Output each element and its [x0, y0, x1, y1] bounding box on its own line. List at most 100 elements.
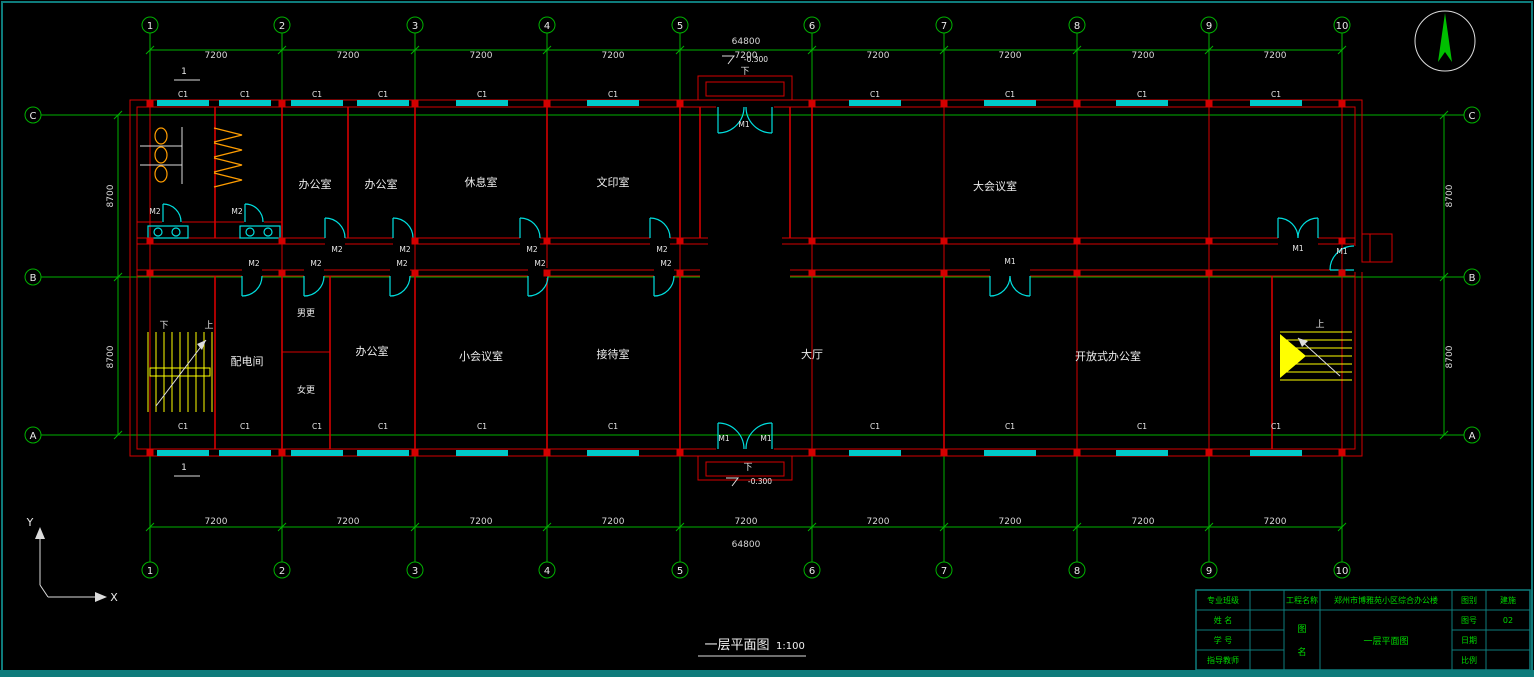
- room-label-reception: 接待室: [597, 347, 630, 361]
- axis-col-label: 6: [809, 21, 815, 32]
- room-label-office: 办公室: [299, 177, 332, 191]
- door-label-m1: M1: [1004, 257, 1015, 266]
- titleblock-drawing-name: 一层平面图: [1363, 636, 1408, 647]
- titleblock-project-label: 工程名称: [1286, 595, 1318, 605]
- door-label-m1: M1: [1336, 247, 1347, 256]
- dim-bay: 7200: [337, 51, 360, 61]
- entrance-down-label: 下: [740, 67, 749, 77]
- door-label-m1: M1: [1292, 244, 1303, 253]
- door-label-m2: M2: [399, 245, 410, 254]
- dim-bay: 7200: [999, 51, 1022, 61]
- window-label: C1: [1271, 422, 1281, 431]
- dim-total-top: 64800: [732, 37, 761, 47]
- dim-bay: 7200: [1264, 517, 1287, 527]
- axis-col-label: 1: [147, 21, 153, 32]
- axis-bubbles-bottom: 1 2 3 4 5 6 7 8 9 10: [142, 562, 1350, 578]
- room-label-power: 配电间: [231, 355, 264, 368]
- axis-col-label: 8: [1074, 21, 1080, 32]
- titleblock-teacher-label: 指导教师: [1207, 655, 1239, 665]
- axis-col-label: 1: [147, 566, 153, 577]
- window-labels: C1C1C1C1C1C1C1C1C1C1 C1C1C1C1C1C1C1C1C1C…: [178, 90, 1281, 431]
- room-label-hall: 大厅: [801, 347, 823, 361]
- door-label-m2: M2: [231, 207, 242, 216]
- dim-bay: 7200: [735, 517, 758, 527]
- window-label: C1: [477, 422, 487, 431]
- stair-up-label: 上: [204, 320, 213, 331]
- axis-col-label: 3: [412, 566, 418, 577]
- door-label-m2: M2: [149, 207, 160, 216]
- door-label-m2: M2: [526, 245, 537, 254]
- axis-col-label: 10: [1336, 566, 1349, 577]
- dimension-lines: [114, 46, 1448, 531]
- dim-bay: 7200: [470, 51, 493, 61]
- dim-side: 8700: [106, 345, 116, 368]
- door-label-m1: M1: [718, 434, 729, 443]
- room-label-big-meeting: 大会议室: [973, 179, 1017, 193]
- section-mark: 1: [181, 67, 187, 77]
- dim-bay: 7200: [205, 517, 228, 527]
- window-label: C1: [240, 90, 250, 99]
- axis-row-label: B: [1469, 273, 1476, 284]
- window-label: C1: [312, 422, 322, 431]
- level-mark-value: -0.300: [748, 477, 772, 486]
- window-label: C1: [608, 90, 618, 99]
- titleblock-fig-label-1: 图: [1297, 624, 1306, 635]
- window-label: C1: [312, 90, 322, 99]
- titleblock-class-label: 专业班级: [1207, 595, 1239, 605]
- drawing-title: 一层平面图 1:100: [698, 638, 806, 656]
- drawing-title-text: 一层平面图: [704, 638, 769, 653]
- titleblock-name-label: 姓 名: [1214, 615, 1233, 625]
- axis-col-label: 7: [941, 21, 947, 32]
- window-label: C1: [1137, 422, 1147, 431]
- door-label-m2: M2: [248, 259, 259, 268]
- dim-side: 8700: [1445, 345, 1455, 368]
- dim-bay: 7200: [867, 51, 890, 61]
- window-label: C1: [1005, 90, 1015, 99]
- dim-side: 8700: [1445, 184, 1455, 207]
- drawing-scale-text: 1:100: [776, 641, 805, 652]
- stair-right: [1280, 332, 1352, 380]
- dim-bay: 7200: [602, 51, 625, 61]
- axis-col-label: 2: [279, 566, 285, 577]
- room-labels: 办公室 办公室 休息室 文印室 大会议室 配电间 男更 女更 办公室 小会议室 …: [231, 175, 1142, 396]
- window-label: C1: [477, 90, 487, 99]
- entrance-down-label: 下: [743, 463, 752, 473]
- axis-col-label: 9: [1206, 21, 1212, 32]
- axis-row-label: A: [30, 431, 37, 442]
- dim-bay: 7200: [205, 51, 228, 61]
- axis-row-label: A: [1469, 431, 1476, 442]
- window-label: C1: [1005, 422, 1015, 431]
- dim-side: 8700: [106, 184, 116, 207]
- room-label-female-change: 女更: [297, 384, 315, 396]
- titleblock-project-name: 郑州市博雅苑小区综合办公楼: [1334, 595, 1438, 605]
- north-arrow: [1415, 11, 1475, 71]
- dim-bay: 7200: [337, 517, 360, 527]
- dimension-texts: 64800 7200 7200 7200 7200 7200 7200 7200 7200 72…: [106, 37, 1455, 550]
- room-label-office: 办公室: [365, 177, 398, 191]
- door-label-m1: M1: [760, 434, 771, 443]
- door-label-m2: M2: [656, 245, 667, 254]
- door-label-m2: M2: [310, 259, 321, 268]
- stair-left: [148, 332, 212, 412]
- porches: [698, 76, 1392, 480]
- window-label: C1: [178, 90, 188, 99]
- axis-row-label: B: [30, 273, 37, 284]
- window-label: C1: [870, 422, 880, 431]
- titleblock-fig-label-2: 名: [1297, 646, 1306, 658]
- ucs-y-label: Y: [26, 516, 34, 529]
- room-label-office: 办公室: [356, 344, 389, 358]
- room-label-male-change: 男更: [297, 308, 315, 319]
- dim-bay: 7200: [602, 517, 625, 527]
- axis-col-label: 10: [1336, 21, 1349, 32]
- door-label-m1: M1: [738, 120, 749, 129]
- window-label: C1: [1271, 90, 1281, 99]
- level-mark-value: -0.300: [744, 55, 768, 64]
- room-label-rest: 休息室: [465, 175, 498, 189]
- titleblock-type-label: 图别: [1461, 596, 1477, 605]
- door-label-m2: M2: [396, 259, 407, 268]
- titleblock-type-value: 建施: [1500, 595, 1516, 605]
- dim-bay: 7200: [999, 517, 1022, 527]
- section-mark: 1: [181, 463, 187, 473]
